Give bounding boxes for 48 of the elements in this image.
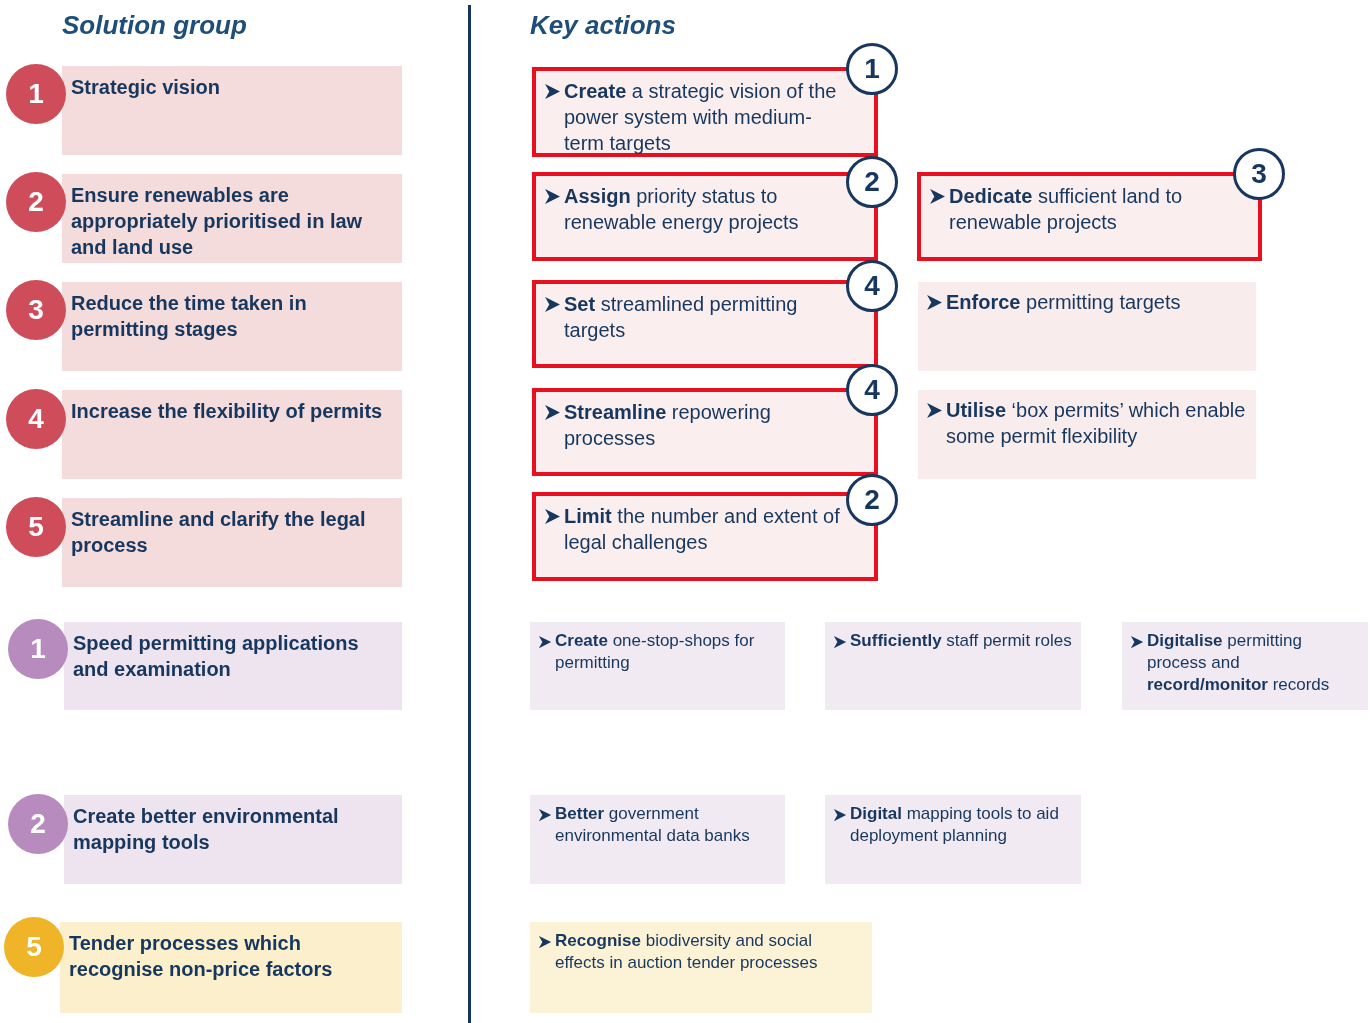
solution-card: Streamline and clarify the legal process [62, 498, 402, 587]
number-circle: 1 [8, 619, 68, 679]
action-text: Digitalise permitting process and record/monitor records [1147, 630, 1331, 696]
action-text: Utilise ‘box permits’ which enable some permit flexibility [946, 398, 1247, 449]
action-text: Digital mapping tools to aid deployment planning [850, 803, 1060, 847]
action-text: Better government environmental data banks [555, 803, 751, 847]
number-circle: 2 [8, 794, 68, 854]
action-card [532, 492, 878, 581]
action-text: Create one-stop-shops for permitting [555, 630, 756, 674]
action-text: Sufficiently staff permit roles [850, 630, 1072, 652]
number-circle: 3 [6, 280, 66, 340]
action-card [1122, 622, 1368, 710]
action-text: Dedicate sufficient land to renewable projects [949, 184, 1184, 235]
solution-card: Speed permitting applications and examination [64, 622, 402, 710]
solution-card: Strategic vision [62, 66, 402, 155]
number-badge: 1 [846, 43, 898, 95]
action-text: Limit the number and extent of legal challenges [564, 504, 840, 555]
solution-card: Ensure renewables are appropriately prioritised in law and land use [62, 174, 402, 263]
action-card [825, 795, 1081, 884]
number-circle: 1 [6, 64, 66, 124]
action-card [918, 282, 1256, 371]
number-badge: 4 [846, 260, 898, 312]
number-badge: 3 [1233, 148, 1285, 200]
number-badge: 4 [846, 364, 898, 416]
action-card [530, 795, 785, 884]
number-circle: 5 [6, 497, 66, 557]
action-text: Enforce permitting targets [946, 290, 1181, 315]
action-card [530, 622, 785, 710]
number-badge: 2 [846, 156, 898, 208]
action-text: Set streamlined permitting targets [564, 292, 799, 343]
number-circle: 5 [4, 917, 64, 977]
solution-card: Increase the flexibility of permits [62, 390, 402, 479]
action-text: Assign priority status to renewable energy projects [564, 184, 800, 235]
action-card [530, 922, 872, 1013]
action-text: Recognise biodiversity and social effects in auction tender processes [555, 930, 819, 974]
action-text: Streamline repowering processes [564, 400, 772, 451]
column-heading: Key actions [530, 10, 676, 41]
action-card [532, 172, 878, 261]
column-heading: Solution group [62, 10, 247, 41]
solution-card: Create better environmental mapping tools [64, 795, 402, 884]
solution-card: Reduce the time taken in permitting stages [62, 282, 402, 371]
solution-card: Tender processes which recognise non-price factors [60, 922, 402, 1013]
number-circle: 2 [6, 172, 66, 232]
action-card [825, 622, 1081, 710]
action-text: Create a strategic vision of the power system with medium-term targets [564, 79, 838, 156]
action-card [918, 390, 1256, 479]
number-badge: 2 [846, 474, 898, 526]
number-circle: 4 [6, 389, 66, 449]
